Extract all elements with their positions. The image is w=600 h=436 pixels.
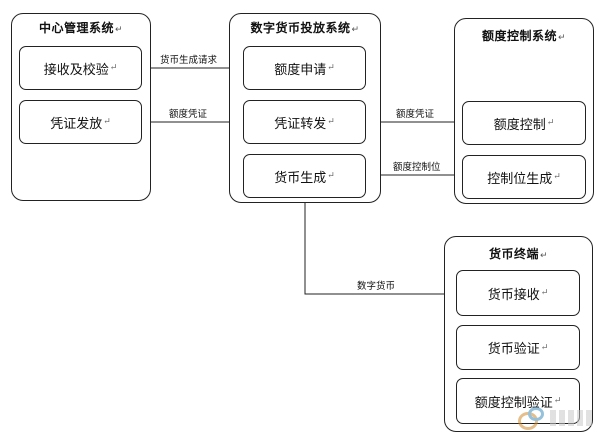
return-mark-icon: ↵: [557, 33, 567, 43]
quota-control-box: 额度控制↵: [462, 101, 586, 145]
return-mark-icon: ↵: [546, 118, 555, 128]
edge-label-voucher-right: 额度凭证: [396, 109, 435, 120]
return-mark-icon: ↵: [114, 25, 124, 35]
control-bit-generation-box: 控制位生成↵: [462, 155, 586, 199]
return-mark-icon: ↵: [109, 63, 118, 73]
quota-request-box: 额度申请↵: [243, 46, 366, 90]
currency-receive-box: 货币接收↵: [456, 270, 580, 316]
currency-generation-box: 货币生成↵: [243, 154, 366, 198]
return-mark-icon: ↵: [553, 396, 562, 406]
edge-label-digital-currency: 数字货币: [357, 281, 396, 292]
edge-label-voucher-left: 额度凭证: [169, 109, 208, 120]
arrow-digital-currency: [304, 199, 456, 298]
edge-label-control-bit: 额度控制位: [393, 162, 441, 173]
return-mark-icon: ↵: [553, 172, 561, 182]
return-mark-icon: ↵: [540, 342, 549, 353]
voucher-issue-box: 凭证发放↵: [19, 100, 142, 144]
terminal-title: 货币终端↵: [488, 247, 549, 261]
return-mark-icon: ↵: [327, 171, 335, 181]
voucher-forward-box: 凭证转发↵: [243, 100, 366, 144]
watermark-logo: [516, 404, 596, 432]
central-system-title: 中心管理系统↵: [38, 21, 124, 35]
quota-system-title: 额度控制系统↵: [481, 29, 567, 43]
issuance-system-title: 数字货币投放系统↵: [250, 21, 360, 35]
receive-verify-box: 接收及校验↵: [19, 46, 142, 90]
edge-label-request: 货币生成请求: [160, 55, 218, 66]
return-mark-icon: ↵: [327, 63, 335, 73]
currency-verify-box: 货币验证↵: [456, 325, 580, 370]
return-mark-icon: ↵: [351, 25, 360, 35]
return-mark-icon: ↵: [327, 117, 335, 127]
return-mark-icon: ↵: [539, 251, 549, 261]
return-mark-icon: ↵: [540, 288, 549, 298]
return-mark-icon: ↵: [103, 117, 111, 127]
